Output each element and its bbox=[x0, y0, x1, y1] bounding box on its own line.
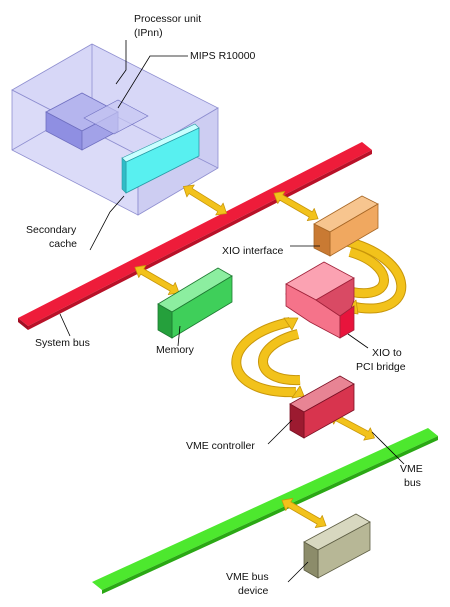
system-bus-label: System bus bbox=[35, 337, 90, 349]
processor-unit-sublabel: (IPnn) bbox=[134, 27, 163, 39]
vme-bus-sublabel: bus bbox=[404, 477, 421, 489]
vme-bus bbox=[92, 428, 438, 594]
arrow-bus-to-memory bbox=[130, 260, 184, 300]
vme-device-label: VME bus bbox=[226, 571, 269, 583]
vme-bus-label: VME bbox=[400, 463, 423, 475]
secondary-cache-board bbox=[121, 123, 200, 194]
vme-device-sublabel: device bbox=[238, 585, 269, 597]
xio-interface-chip bbox=[313, 195, 379, 257]
secondary-cache-sublabel: cache bbox=[49, 238, 77, 250]
xio-pci-bridge-sublabel: PCI bridge bbox=[356, 361, 406, 373]
vme-device-chip bbox=[303, 513, 371, 579]
processor-unit-label: Processor unit bbox=[134, 13, 201, 25]
leader-lines bbox=[59, 40, 405, 583]
cpu-chip bbox=[45, 92, 149, 151]
vme-controller-label: VME controller bbox=[186, 440, 255, 452]
secondary-cache-label: Secondary bbox=[26, 224, 77, 236]
xio-pci-bridge-label: XIO to bbox=[372, 347, 402, 359]
memory-chip bbox=[157, 267, 233, 339]
loop-pci-bridge-to-vme bbox=[231, 317, 305, 399]
xio-pci-bridge-chip bbox=[285, 261, 355, 339]
xio-interface-label: XIO interface bbox=[222, 245, 283, 257]
memory-label: Memory bbox=[156, 344, 195, 356]
system-bus bbox=[18, 142, 372, 330]
vme-controller-chip bbox=[289, 375, 355, 439]
arrow-cache-to-bus bbox=[179, 180, 231, 220]
loop-xio-to-pci-bridge bbox=[333, 231, 407, 315]
mips-label: MIPS R10000 bbox=[190, 50, 256, 62]
